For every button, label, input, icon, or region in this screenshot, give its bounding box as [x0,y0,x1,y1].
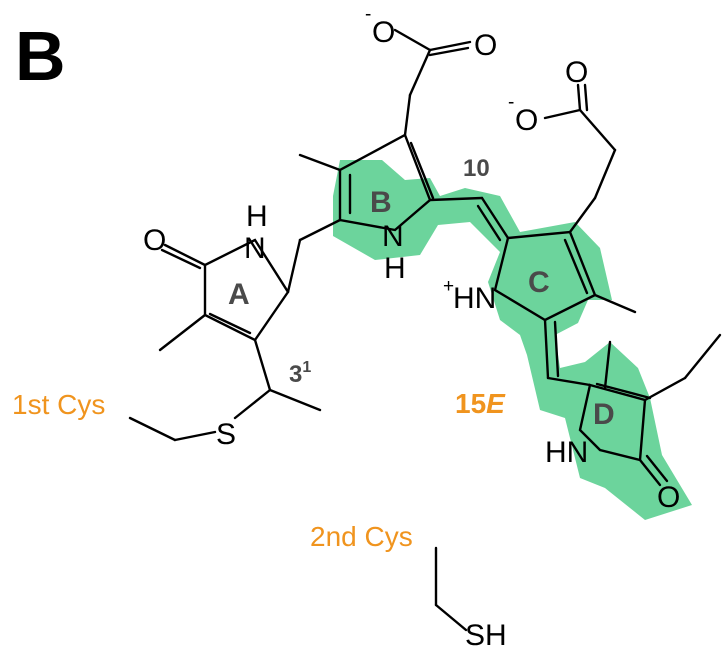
carboxylate1-o: O [474,29,497,62]
carboxylate1-charge: - [365,4,371,25]
first-cys-label: 1st Cys [12,389,105,420]
carboxylate1-o-minus: O [372,16,395,49]
position-label-15: 15 [455,388,486,419]
bond-lines [128,28,722,632]
ringC-hn: HN [453,282,496,315]
ringB-n: N [382,220,404,253]
carboxylate2-o-minus: O [515,104,538,137]
ring-label-c: C [528,266,550,299]
position-label-15e: 15E [455,388,506,419]
ringA-n: N [244,232,266,265]
ringD-o: O [657,481,680,514]
highlight-band [333,160,692,520]
carboxylate2-charge: - [508,92,514,113]
thioether-s: S [216,418,236,451]
second-cys-label: 2nd Cys [310,521,413,552]
position-label-3-superscript: 1 [302,359,311,376]
ring-label-d: D [593,398,615,431]
thiol-sh: SH [465,619,507,650]
ring-label-a: A [228,278,250,311]
ringD-hn: HN [545,436,588,469]
position-label-3: 3 [289,361,302,388]
position-label-3-1: 31 [289,359,311,388]
ring-label-b: B [370,186,392,219]
ringA-carbonyl-o: O [143,224,166,257]
ringC-plus: + [443,276,454,297]
ringA-h: H [246,200,268,233]
panel-label: B [15,17,66,95]
position-label-15-e: E [486,388,506,419]
ringB-h: H [384,252,406,285]
carboxylate2-o: O [565,56,588,89]
conjugation-highlight [333,160,692,520]
position-label-10: 10 [463,155,490,182]
